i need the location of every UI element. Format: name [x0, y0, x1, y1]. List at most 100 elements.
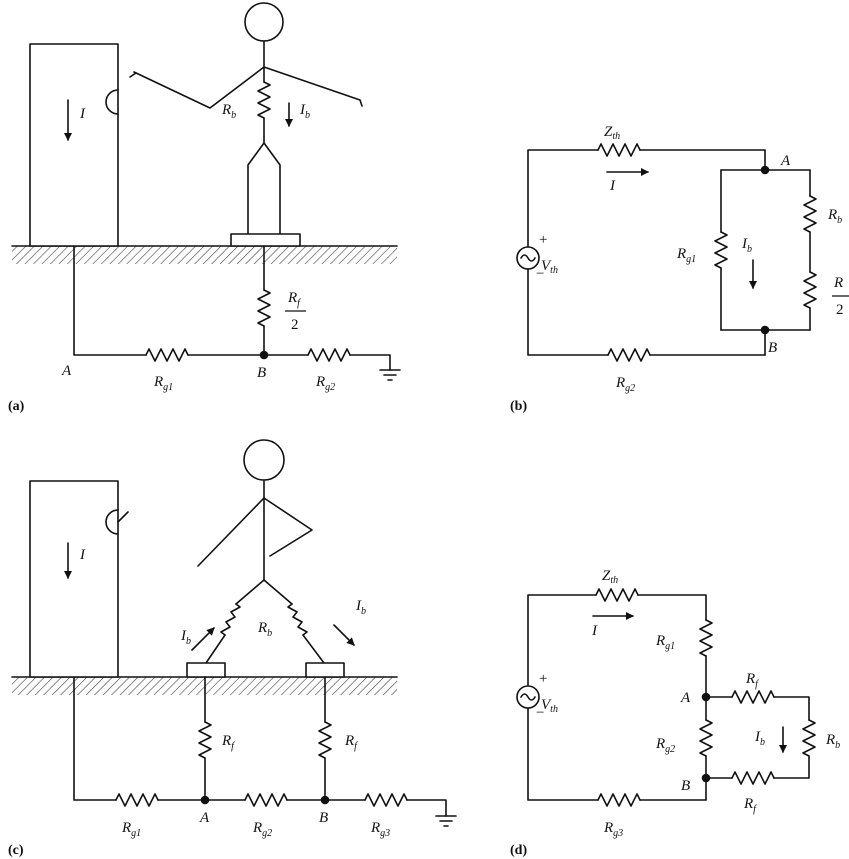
label-node-A: A	[61, 363, 72, 379]
panel-b-labels: (b) Zth I Vth + − A B Rg1 Ib Rb R 2 Rg2	[510, 124, 849, 414]
resistor-Rg1	[699, 619, 713, 657]
panel-a	[11, 2, 401, 381]
resistor-Rg1	[115, 793, 159, 807]
node-B-dot	[259, 350, 269, 360]
resistor-Rg2	[699, 719, 713, 757]
cabinet-ground-wire	[73, 676, 117, 801]
label-node-B: B	[681, 778, 690, 794]
label-Zth: Zth	[604, 124, 620, 142]
label-minus: −	[536, 705, 544, 721]
label-Rg1: Rg1	[676, 246, 696, 265]
label-Rf-half-num: R	[833, 275, 843, 291]
label-Rg2: Rg2	[315, 374, 335, 393]
resistor-Rb-left	[220, 603, 241, 636]
resistor-Rb-right	[287, 603, 308, 636]
leg-left-upper	[235, 579, 265, 605]
cabinet-handle	[105, 89, 119, 115]
wire-top	[637, 594, 707, 621]
panel-label-b: (b)	[510, 399, 527, 414]
node-A-dot	[200, 795, 210, 805]
resistor-Rg1	[714, 231, 728, 269]
resistor-Zth	[597, 143, 641, 157]
resistor-Rf-top	[731, 690, 775, 704]
label-node-B: B	[768, 340, 777, 356]
left-foot	[186, 662, 226, 678]
person-legs	[247, 142, 281, 235]
panel-label-a: (a)	[8, 399, 25, 414]
wire-to-ground	[349, 354, 391, 371]
panel-c-labels: (c) I Ib Ib Rb Rf Rf A B Rg1 Rg2 Rg3	[8, 547, 390, 858]
label-I: I	[79, 547, 86, 563]
resistor-Rg1	[145, 348, 189, 362]
label-Ib-right: Ib	[355, 598, 366, 617]
label-Rb: Rb	[221, 102, 236, 121]
ac-wave-icon	[520, 254, 536, 262]
label-I: I	[609, 178, 616, 194]
person-arms	[133, 66, 363, 109]
cabinet-handle	[105, 509, 119, 535]
resistor-Rg2	[244, 793, 288, 807]
panel-a-labels: (a) I Rb Ib Rf 2 A B Rg1 Rg2	[8, 102, 335, 414]
current-Ib-right-arrow	[333, 624, 355, 646]
label-Rg1: Rg1	[121, 820, 141, 839]
resistor-Rb	[257, 81, 271, 119]
label-Rf-right: Rf	[344, 733, 358, 752]
person-head	[244, 2, 284, 42]
label-Vth: Vth	[541, 697, 558, 715]
leg-right-upper	[263, 579, 293, 605]
handle-stub	[117, 511, 129, 523]
node-B-dot	[701, 773, 711, 783]
label-I: I	[79, 106, 86, 122]
panel-d-labels: (d) Zth I Vth + − Rg1 Rf A Rg2 Ib Rb B R…	[510, 568, 840, 858]
label-Rf-half-num: Rf	[287, 290, 301, 309]
label-Rg2: Rg2	[615, 375, 635, 394]
resistor-Rg3	[597, 793, 641, 807]
label-node-B: B	[257, 365, 266, 381]
label-Vth: Vth	[541, 258, 558, 276]
label-Rf-top: Rf	[745, 671, 759, 690]
label-Rg1: Rg1	[153, 374, 173, 393]
right-foot	[305, 662, 345, 678]
wire-left-top	[527, 594, 597, 687]
label-Rb: Rb	[257, 620, 272, 639]
label-node-A: A	[780, 153, 791, 169]
wire-Rb-bottom	[773, 755, 810, 779]
label-Rg3: Rg3	[603, 820, 623, 839]
resistor-Rf-half	[257, 289, 271, 327]
label-Ib: Ib	[754, 729, 765, 748]
resistor-Rg3	[364, 793, 408, 807]
wire-left-top	[527, 149, 599, 248]
panel-label-c: (c)	[8, 843, 24, 858]
resistor-Rf-bottom	[731, 771, 775, 785]
resistor-Rf-right	[318, 721, 332, 759]
resistor-Rf-half	[803, 271, 817, 309]
label-minus: −	[536, 266, 544, 282]
label-I: I	[591, 623, 598, 639]
label-Ib: Ib	[741, 236, 752, 255]
label-Rg3: Rg3	[370, 820, 390, 839]
wire-to-ground	[406, 799, 447, 817]
leg-right-lower	[302, 634, 325, 664]
person-arm-right	[263, 497, 313, 557]
label-Rf-bottom: Rf	[743, 796, 757, 815]
node-B-dot	[760, 325, 770, 335]
current-Ib-left-arrow	[191, 627, 215, 651]
node-A-dot	[701, 692, 711, 702]
panel-b	[516, 143, 817, 362]
person-head	[243, 439, 285, 481]
panel-d	[516, 588, 816, 807]
panel-label-d: (d)	[510, 843, 527, 858]
wire-Rb-top	[773, 696, 810, 721]
person-arm-left	[197, 497, 265, 567]
ground-hatch	[12, 246, 397, 264]
equipment-cabinet	[29, 480, 119, 678]
panel-c	[11, 439, 457, 827]
resistor-Rf-left	[198, 721, 212, 759]
wire-bottom-left	[527, 707, 599, 801]
label-Rf-half-den: 2	[836, 302, 844, 318]
resistor-Rb	[803, 195, 817, 233]
label-plus: +	[539, 232, 547, 248]
node-A-dot	[760, 165, 770, 175]
label-Rg1: Rg1	[655, 633, 675, 652]
